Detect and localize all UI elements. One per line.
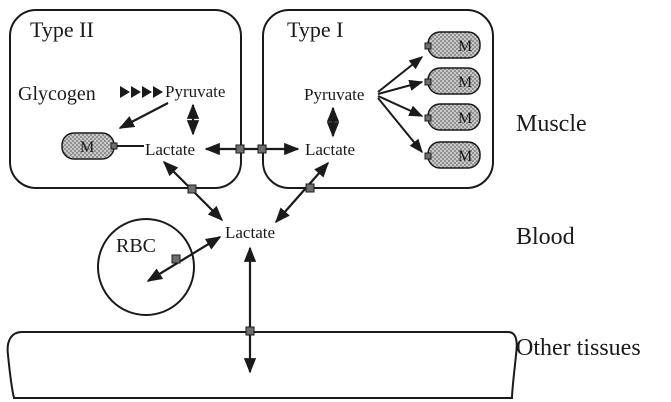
glycolysis-arrow-chain bbox=[120, 86, 163, 98]
type1-fiber-box bbox=[262, 9, 494, 189]
type2-lactate-label: Lactate bbox=[145, 140, 195, 159]
rbc-label: RBC bbox=[116, 235, 156, 257]
type2-pyruvate-to-mito-arrow bbox=[118, 102, 169, 129]
type1-blood-transporter bbox=[305, 183, 315, 193]
other-tissues-shape bbox=[6, 331, 518, 399]
rbc-transporter bbox=[171, 254, 181, 264]
type2-title: Type II bbox=[30, 17, 94, 42]
other-tissues-label: Other tissues bbox=[516, 335, 641, 361]
blood-to-rbc-arrow bbox=[146, 236, 222, 282]
type2-fiber-box bbox=[9, 9, 242, 189]
glycogen-label: Glycogen bbox=[18, 83, 96, 105]
type2-mito-label: M bbox=[80, 139, 94, 156]
muscle-label: Muscle bbox=[516, 111, 587, 137]
type1-pyruvate-to-mito-arrow bbox=[377, 56, 424, 93]
type1-to-blood-arrow bbox=[274, 161, 330, 224]
blood-lactate-label: Lactate bbox=[225, 223, 275, 242]
blood-label: Blood bbox=[516, 224, 575, 250]
type1-lactate-label: Lactate bbox=[305, 140, 355, 159]
type1-mitochondrion: M bbox=[424, 67, 481, 95]
tissue-transporter bbox=[245, 326, 255, 336]
type1-membrane-transporter bbox=[257, 144, 267, 154]
type1-mitochondrion: M bbox=[424, 31, 481, 59]
type1-mito-label: M bbox=[458, 74, 472, 91]
type2-mito-transporter bbox=[110, 142, 118, 150]
type2-blood-transporter bbox=[187, 184, 197, 194]
type1-title: Type I bbox=[287, 17, 344, 42]
type1-mito-label: M bbox=[458, 38, 472, 55]
type1-pyruvate-to-mito-arrow bbox=[377, 97, 423, 154]
type1-mitochondrion: M bbox=[424, 141, 481, 169]
type1-pyruvate-to-mito-arrow bbox=[377, 79, 424, 95]
type1-pyruvate-to-mito-arrow bbox=[377, 95, 424, 117]
type1-mitochondrion: M bbox=[424, 103, 481, 131]
type1-mito-label: M bbox=[458, 110, 472, 127]
type1-mito-label: M bbox=[458, 148, 472, 165]
type2-pyruvate-label: Pyruvate bbox=[165, 82, 225, 101]
type2-membrane-transporter bbox=[235, 144, 245, 154]
rbc-circle bbox=[97, 218, 195, 316]
type1-pyruvate-label: Pyruvate bbox=[304, 85, 364, 104]
